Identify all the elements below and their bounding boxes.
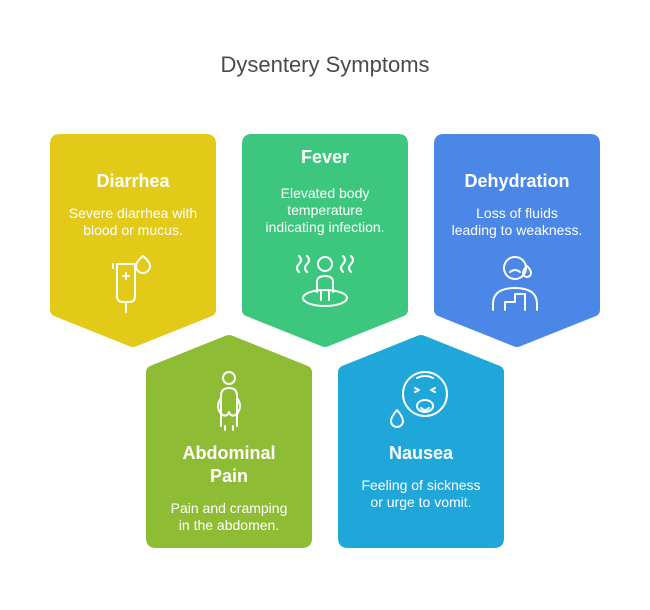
- heat-person-icon: [242, 252, 408, 312]
- card-diarrhea-shape: [50, 134, 216, 347]
- card-abdominal-pain-desc-line1: Pain and cramping: [170, 500, 288, 516]
- card-dehydration-shape: [434, 134, 600, 347]
- card-abdominal-pain-title-line2: Pain: [209, 466, 248, 486]
- card-dehydration-desc-line2: leading to weakness.: [451, 222, 583, 238]
- card-fever-title: Fever: [300, 147, 350, 167]
- card-fever-desc-line1: Elevated body: [280, 185, 370, 201]
- card-nausea-shape: [338, 335, 504, 548]
- nauseous-face-icon: [338, 370, 504, 432]
- sad-person-icon: [434, 252, 600, 314]
- card-diarrhea-desc-line2: blood or mucus.: [83, 222, 183, 238]
- card-dehydration-desc-line1: Loss of fluids: [476, 205, 558, 221]
- card-nausea-desc-line1: Feeling of sickness: [361, 477, 481, 493]
- card-nausea: Nausea Feeling of sickness or urge to vo…: [338, 334, 504, 548]
- card-nausea-title: Nausea: [388, 443, 454, 463]
- card-fever-shape: [242, 134, 408, 347]
- card-dehydration: Dehydration Loss of fluids leading to we…: [434, 134, 600, 348]
- card-dehydration-title: Dehydration: [464, 171, 570, 191]
- card-fever-desc-line3: indicating infection.: [265, 219, 385, 235]
- card-diarrhea-desc-line1: Severe diarrhea with: [68, 205, 198, 221]
- iv-drip-icon: [50, 252, 216, 314]
- stomach-ache-person-icon: [146, 370, 312, 432]
- card-diarrhea-title: Diarrhea: [96, 171, 170, 191]
- card-abdominal-pain-shape: [146, 335, 312, 548]
- card-diarrhea: Diarrhea Severe diarrhea with blood or m…: [50, 134, 216, 348]
- card-fever-desc-line2: temperature: [287, 202, 363, 218]
- card-abdominal-pain-title-line1: Abdominal: [182, 443, 276, 463]
- card-abdominal-pain: Abdominal Pain Pain and cramping in the …: [146, 334, 312, 548]
- card-fever: Fever Elevated body temperature indicati…: [242, 134, 408, 348]
- page-title: Dysentery Symptoms: [220, 52, 430, 77]
- card-abdominal-pain-desc-line2: in the abdomen.: [178, 517, 280, 533]
- card-nausea-desc-line2: or urge to vomit.: [370, 494, 472, 510]
